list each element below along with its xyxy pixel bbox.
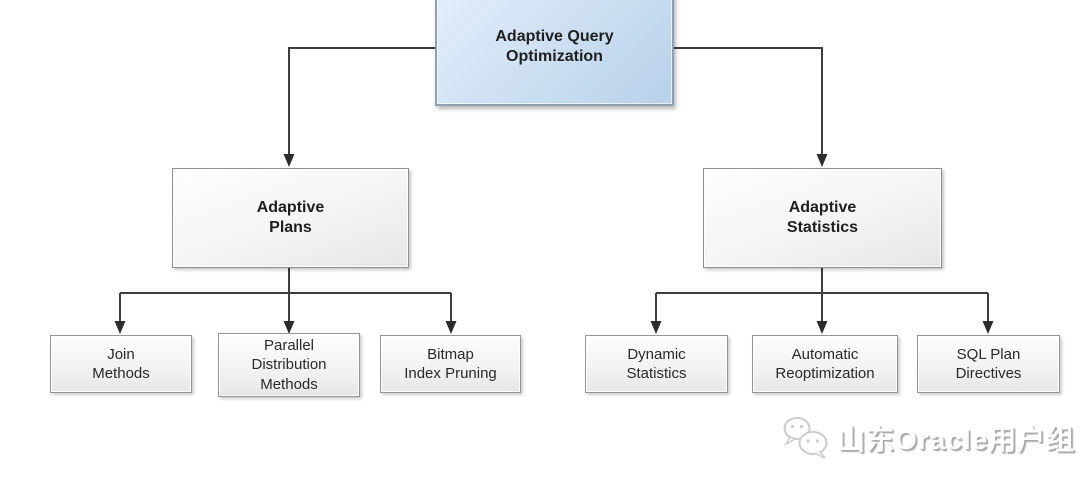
node-join-methods: Join Methods xyxy=(50,335,192,393)
node-bitmap-index-pruning: Bitmap Index Pruning xyxy=(380,335,521,393)
node-dynamic-statistics: Dynamic Statistics xyxy=(585,335,728,393)
node-parallel-distribution-methods: Parallel Distribution Methods xyxy=(218,333,360,397)
node-adaptive-plans: Adaptive Plans xyxy=(172,168,409,268)
node-adaptive-statistics: Adaptive Statistics xyxy=(703,168,942,268)
node-sql-plan-directives: SQL Plan Directives xyxy=(917,335,1060,393)
node-automatic-reoptimization: Automatic Reoptimization xyxy=(752,335,898,393)
watermark: 山东Oracle用户组 xyxy=(781,413,1075,463)
watermark-text: 山东Oracle用户组 xyxy=(837,424,1076,455)
node-adaptive-query-optimization: Adaptive Query Optimization xyxy=(435,0,674,106)
wechat-logo-icon xyxy=(783,417,828,459)
